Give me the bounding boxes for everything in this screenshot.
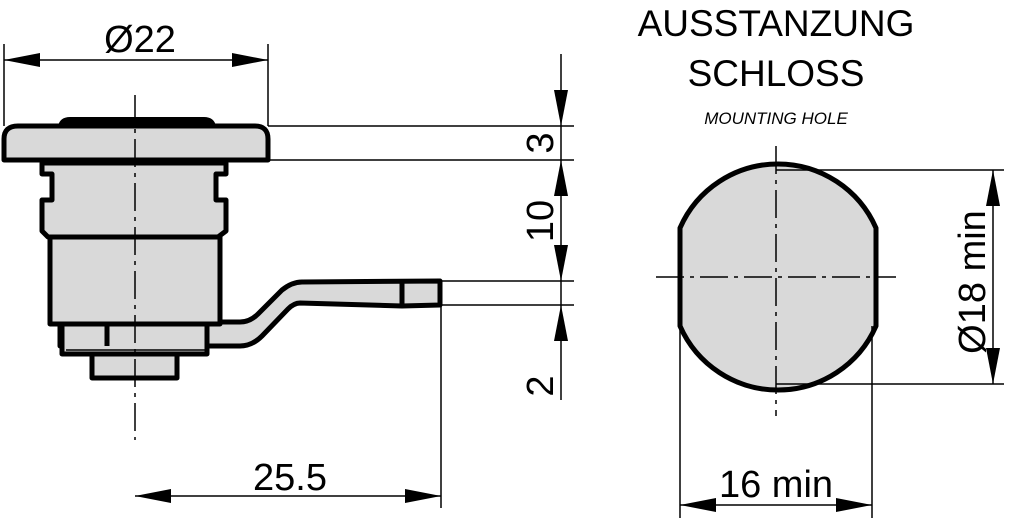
dim-hole-height: Ø18 min — [776, 169, 1004, 385]
dim-hole-width: 16 min — [679, 326, 873, 518]
dim-vertical-chain: 3 10 2 — [268, 54, 574, 400]
title-line-1: AUSSTANZUNG — [638, 3, 915, 44]
dim-flange-3-label: 3 — [520, 132, 562, 153]
dim-hole-height-label: Ø18 min — [952, 210, 994, 354]
dim-width-25-5: 25.5 — [135, 305, 442, 508]
dim-body-10-label: 10 — [520, 200, 562, 242]
dim-diameter-22: Ø22 — [3, 19, 269, 126]
title-block: AUSSTANZUNG SCHLOSS MOUNTING HOLE — [638, 3, 915, 128]
dim-diameter-22-label: Ø22 — [104, 19, 176, 61]
dim-hole-width-label: 16 min — [719, 464, 833, 506]
dim-cam-2-label: 2 — [520, 375, 562, 396]
dim-width-25-5-label: 25.5 — [253, 457, 327, 499]
title-subtitle: MOUNTING HOLE — [704, 109, 848, 128]
flange — [1, 123, 271, 163]
upper-body — [39, 160, 229, 240]
title-line-2: SCHLOSS — [688, 53, 865, 94]
cam-lock-side-view — [1, 95, 443, 440]
mounting-hole-view — [656, 146, 896, 416]
flange-top — [58, 117, 216, 126]
